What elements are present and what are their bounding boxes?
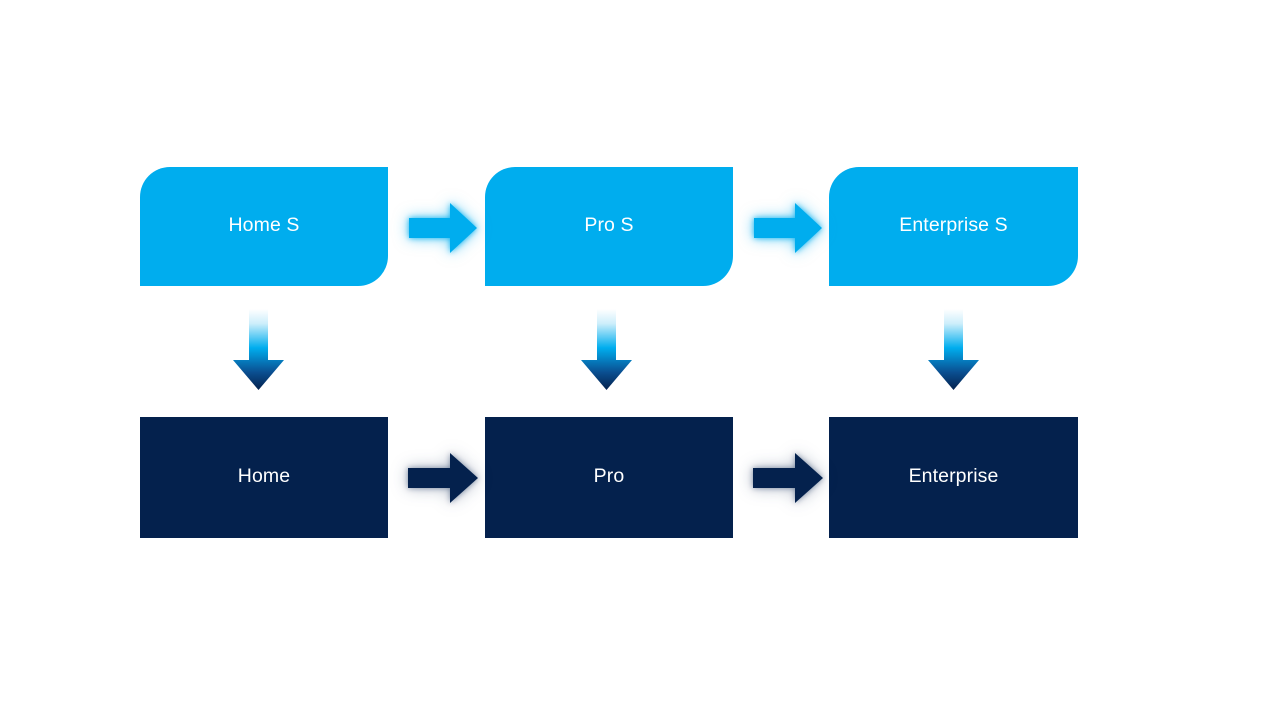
arrow-enterprise-s-to-enterprise[interactable] bbox=[926, 308, 981, 392]
down-arrow-icon bbox=[928, 309, 979, 390]
node-enterprise-s-label: Enterprise S bbox=[899, 214, 1008, 237]
arrow-home-s-to-pro-s[interactable] bbox=[407, 200, 479, 256]
node-pro-s-label: Pro S bbox=[584, 214, 634, 237]
down-arrow-icon bbox=[581, 309, 632, 390]
node-enterprise-label: Enterprise bbox=[908, 465, 999, 488]
node-pro-label: Pro bbox=[593, 465, 625, 488]
node-home-s-label: Home S bbox=[228, 214, 300, 237]
node-home-label: Home bbox=[237, 465, 291, 488]
node-home-s[interactable]: Home S bbox=[140, 167, 388, 286]
node-pro-s[interactable]: Pro S bbox=[485, 167, 733, 286]
arrow-pro-s-to-pro[interactable] bbox=[579, 308, 634, 392]
right-arrow-icon bbox=[754, 203, 822, 253]
arrow-pro-to-enterprise[interactable] bbox=[750, 450, 826, 506]
right-arrow-icon bbox=[408, 453, 478, 503]
node-pro[interactable]: Pro bbox=[485, 417, 733, 538]
arrow-pro-s-to-enterprise-s[interactable] bbox=[752, 200, 824, 256]
node-enterprise-s[interactable]: Enterprise S bbox=[829, 167, 1078, 286]
node-enterprise[interactable]: Enterprise bbox=[829, 417, 1078, 538]
node-home[interactable]: Home bbox=[140, 417, 388, 538]
down-arrow-icon bbox=[233, 309, 284, 390]
right-arrow-icon bbox=[753, 453, 823, 503]
arrow-home-s-to-home[interactable] bbox=[231, 308, 286, 392]
arrow-home-to-pro[interactable] bbox=[405, 450, 481, 506]
right-arrow-icon bbox=[409, 203, 477, 253]
